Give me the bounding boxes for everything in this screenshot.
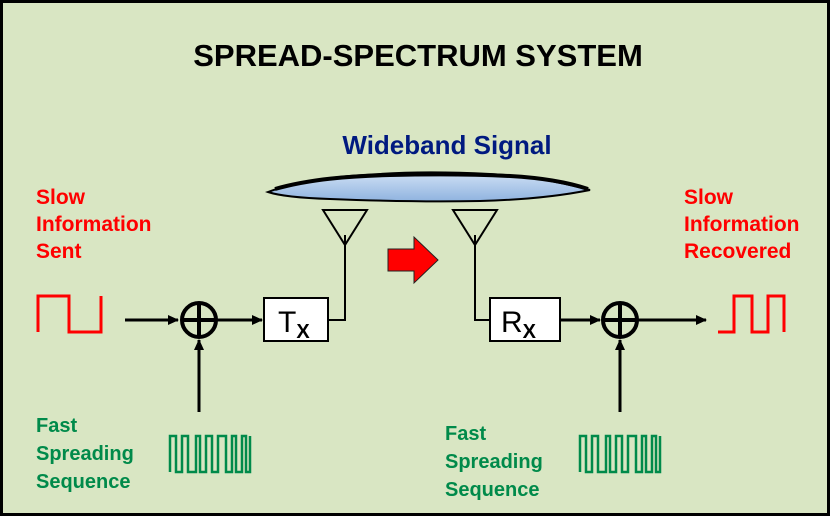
right-spread-line-1: Fast	[445, 423, 486, 445]
diagram-title: SPREAD-SPECTRUM SYSTEM	[193, 38, 643, 73]
wideband-signal-shape	[265, 171, 591, 203]
output-pulse-waveform	[718, 294, 786, 334]
left-spread-line-2: Spreading	[36, 443, 134, 465]
right-label-line-3: Recovered	[684, 240, 791, 263]
tx-label: TX	[278, 306, 310, 343]
tx-feed-line	[328, 235, 346, 321]
left-label-line-1: Slow	[36, 186, 86, 209]
right-label-line-1: Slow	[684, 186, 734, 209]
right-spread-line-3: Sequence	[445, 479, 539, 501]
rx-block: RX	[489, 297, 561, 343]
rx-antenna-icon	[451, 209, 499, 247]
rx-feed-line	[474, 235, 490, 321]
slow-information-recovered-label: Slow Information Recovered	[684, 186, 800, 263]
right-spreading-waveform	[578, 434, 662, 474]
right-label-line-2: Information	[684, 213, 800, 236]
input-pulse-waveform	[36, 294, 103, 334]
transmission-arrow-icon	[387, 235, 439, 285]
left-fast-spreading-label: Fast Spreading Sequence	[36, 415, 134, 493]
left-spread-line-1: Fast	[36, 415, 77, 437]
right-spread-line-2: Spreading	[445, 451, 543, 473]
left-spreading-waveform	[168, 434, 252, 474]
left-label-line-3: Sent	[36, 240, 82, 263]
slow-information-sent-label: Slow Information Sent	[36, 186, 152, 263]
left-label-line-2: Information	[36, 213, 152, 236]
right-mixer-icon	[601, 301, 639, 339]
rx-label: RX	[501, 306, 537, 343]
left-spread-line-3: Sequence	[36, 471, 130, 493]
right-fast-spreading-label: Fast Spreading Sequence	[445, 423, 543, 501]
tx-block: TX	[263, 297, 329, 343]
left-mixer-icon	[180, 301, 218, 339]
tx-antenna-icon	[321, 209, 369, 247]
wideband-signal-label: Wideband Signal	[342, 130, 551, 160]
